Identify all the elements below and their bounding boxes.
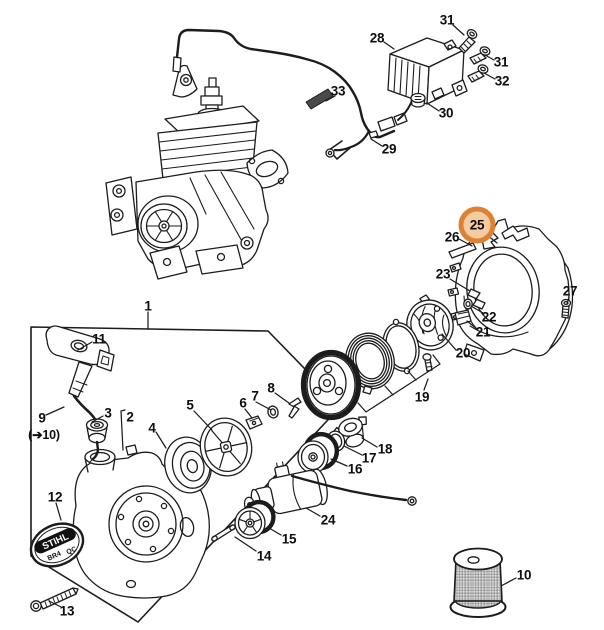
grommet-30-drawing (410, 92, 426, 108)
callout-14[interactable]: 14 (256, 548, 272, 564)
washer-7-drawing (267, 405, 279, 419)
ring-22-drawing (463, 298, 473, 310)
badge-model-text-2: QC (66, 546, 78, 557)
callout-22[interactable]: 22 (481, 309, 497, 325)
callout-31-b[interactable]: 31 (493, 54, 509, 70)
collar-18-drawing (331, 416, 367, 448)
ignition-wire-drawing (172, 28, 415, 160)
clip-8-drawing (288, 397, 302, 419)
bracket-19-line (357, 354, 441, 413)
callout-9-ref-10[interactable]: (➔10) (28, 427, 60, 442)
callout-32[interactable]: 32 (494, 73, 510, 89)
callout-11[interactable]: 11 (92, 331, 106, 347)
callout-31-a[interactable]: 31 (439, 12, 455, 28)
callout-15[interactable]: 15 (281, 531, 297, 547)
callout-24[interactable]: 24 (320, 512, 336, 528)
callout-17[interactable]: 17 (361, 450, 377, 466)
callout-6[interactable]: 6 (239, 395, 247, 411)
callout-7[interactable]: 7 (251, 388, 259, 404)
leader-lines (45, 24, 570, 608)
motor-wire-drawing (290, 474, 408, 502)
screw-32-drawing (467, 64, 489, 83)
starter-cover-drawing (72, 444, 210, 599)
callout-10[interactable]: 10 (516, 567, 532, 583)
callout-16[interactable]: 16 (347, 461, 363, 477)
spring-case-drawing (345, 332, 395, 395)
callout-9[interactable]: 9 (38, 410, 46, 426)
callout-21[interactable]: 21 (475, 324, 491, 340)
callout-1[interactable]: 1 (144, 298, 152, 314)
callout-2[interactable]: 2 (126, 409, 134, 425)
engine-assembly-drawing (105, 64, 289, 280)
pawl-6-drawing (245, 415, 263, 430)
callout-19[interactable]: 19 (414, 389, 430, 405)
callout-25-label: 25 (469, 217, 485, 233)
callout-18[interactable]: 18 (377, 441, 393, 457)
fan-wheel-drawing (406, 294, 454, 351)
callout-20[interactable]: 20 (455, 345, 471, 361)
callout-33[interactable]: 33 (330, 83, 346, 99)
callout-13[interactable]: 13 (59, 603, 75, 619)
rope-bushing-drawing (85, 418, 109, 463)
starter-handle-drawing (45, 325, 115, 398)
screw-31b-drawing (469, 46, 491, 65)
stihl-badge: STIHL BR4 QC (29, 522, 85, 568)
clip-23-drawing (467, 288, 486, 310)
callout-12[interactable]: 12 (47, 489, 63, 505)
callout-29[interactable]: 29 (381, 141, 397, 157)
callout-26[interactable]: 26 (444, 229, 460, 245)
gear-15-drawing (234, 499, 276, 540)
wire-sleeve-drawing (305, 88, 334, 110)
callout-25-selected[interactable]: 25 (458, 206, 496, 244)
callout-27[interactable]: 27 (562, 283, 578, 299)
ignition-module-drawing (387, 37, 468, 105)
screw-13-drawing (30, 587, 79, 612)
air-filter-drawing (449, 547, 507, 618)
callout-4[interactable]: 4 (148, 420, 156, 436)
starter-rope-drawing (72, 394, 98, 423)
callout-3[interactable]: 3 (104, 405, 112, 421)
starter-gear-drawing (300, 349, 362, 421)
screw-27-drawing (560, 298, 572, 319)
callout-5[interactable]: 5 (186, 397, 194, 413)
callout-8[interactable]: 8 (267, 380, 275, 396)
pin-14-drawing (211, 524, 236, 542)
callout-28[interactable]: 28 (369, 30, 385, 46)
rewind-spring-drawing (199, 417, 253, 477)
callout-23[interactable]: 23 (435, 266, 451, 282)
rope-rotor-drawing (164, 436, 212, 494)
screw-31a-drawing (458, 28, 478, 54)
gear-16-drawing (297, 431, 340, 474)
screw-19-drawing (422, 353, 433, 372)
callout-30[interactable]: 30 (438, 105, 454, 121)
